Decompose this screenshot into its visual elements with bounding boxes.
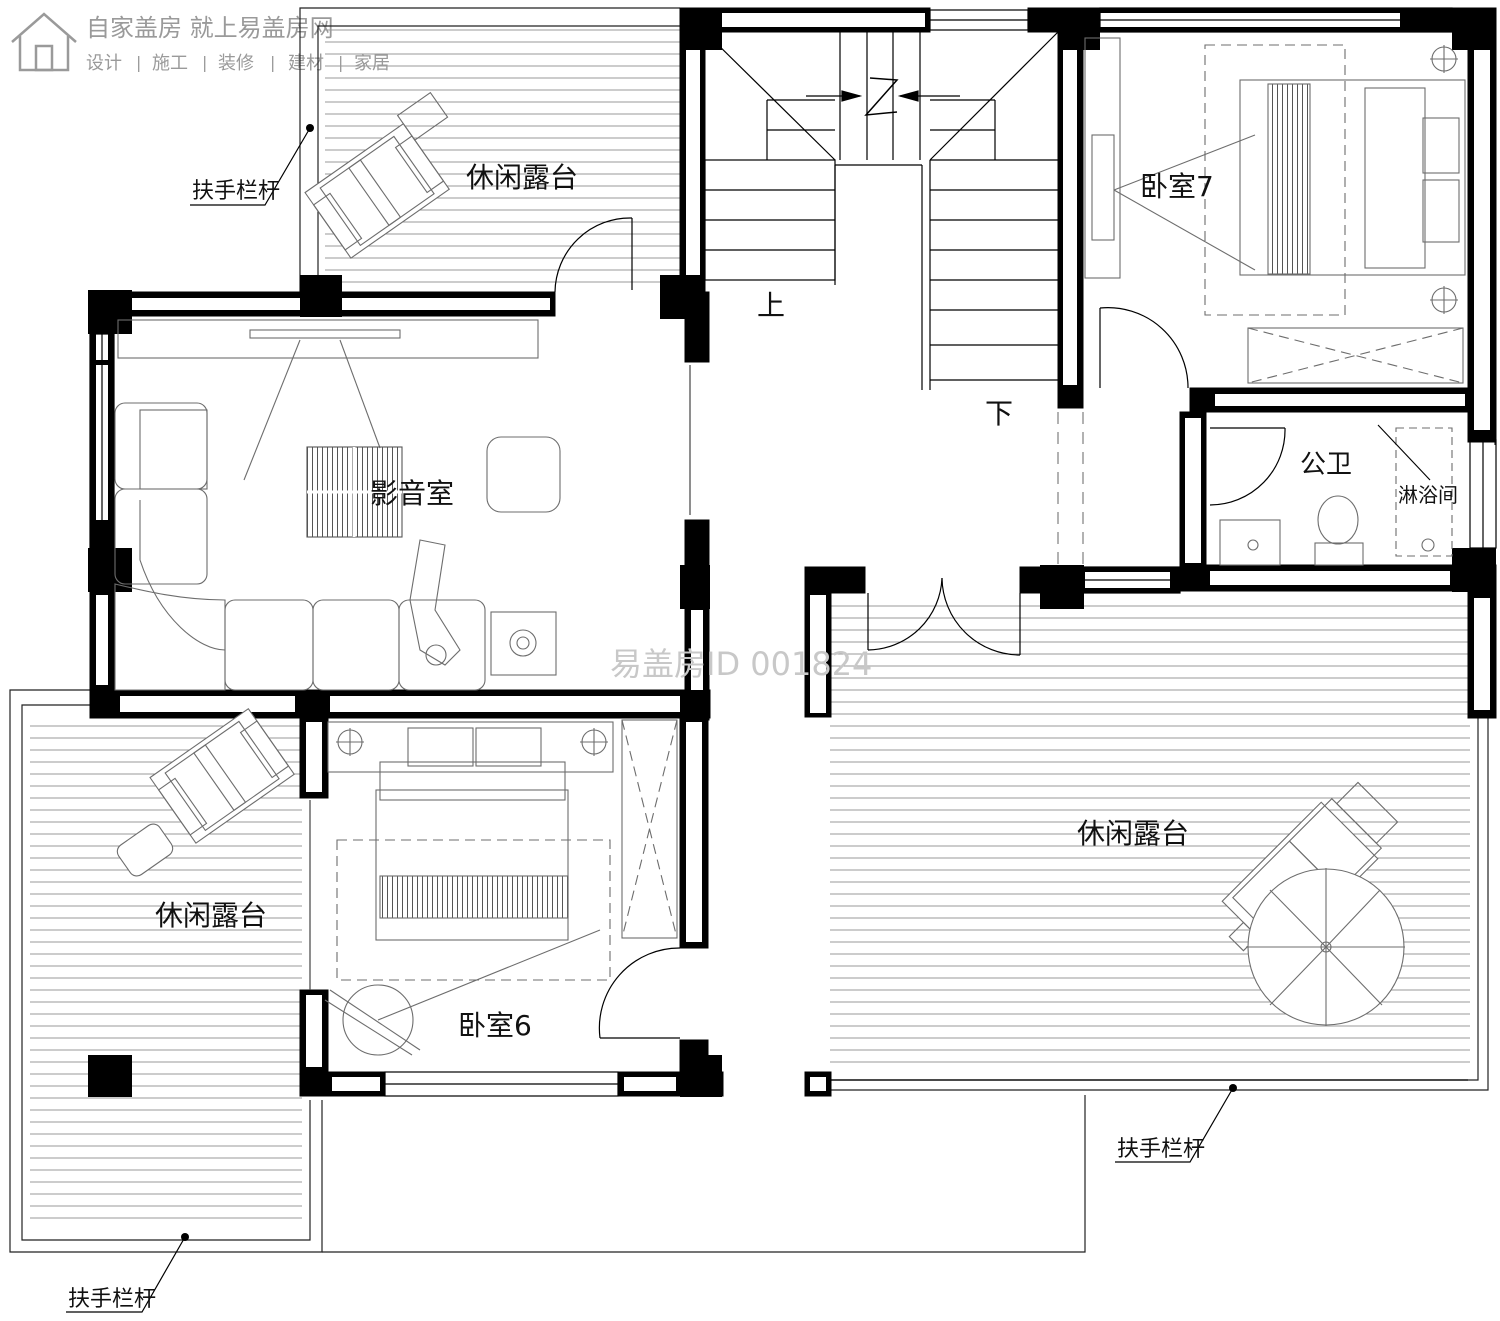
room-label-bedroom7: 卧室7 — [1140, 170, 1214, 203]
railing-label-bottom: 扶手栏杆 — [68, 1287, 156, 1312]
brand-sep-3: | — [270, 53, 275, 72]
brand-service-1: 设计 — [86, 53, 122, 74]
brand-slogan: 自家盖房 就上易盖房网 — [86, 14, 334, 42]
brand-sep-2: | — [202, 53, 207, 72]
brand-service-4: 建材 — [288, 53, 324, 74]
brand-logo: 自家盖房 就上易盖房网 设计 | 施工 | 装修 | 建材 | 家居 — [11, 12, 390, 74]
railing-callout-right: 扶手栏杆 — [1115, 1084, 1237, 1163]
stair-down-label: 下 — [985, 397, 1013, 430]
brand-service-2: 施工 — [152, 53, 188, 74]
room-label-public-bath: 公卫 — [1300, 450, 1352, 480]
brand-service-3: 装修 — [218, 53, 254, 74]
railing-label-right: 扶手栏杆 — [1117, 1137, 1205, 1162]
terrace-left-floor — [30, 720, 302, 1228]
room-label-bedroom6: 卧室6 — [458, 1009, 532, 1042]
room-label-shower: 淋浴间 — [1398, 483, 1458, 507]
railing-callout-top: 扶手栏杆 — [190, 124, 314, 206]
railing-label-top: 扶手栏杆 — [192, 179, 280, 204]
columns — [88, 8, 1496, 1097]
watermark-id: 易盖房ID 001824 — [610, 645, 872, 683]
railing-callout-bottom: 扶手栏杆 — [66, 1233, 189, 1313]
brand-sep-1: | — [136, 53, 141, 72]
staircase — [704, 31, 1059, 390]
house-outline-icon — [11, 12, 77, 72]
room-label-av-room: 影音室 — [370, 477, 454, 510]
room-label-terrace-top: 休闲露台 — [466, 161, 578, 194]
windows — [89, 7, 1497, 1097]
stair-up-label: 上 — [757, 289, 785, 322]
room-label-terrace-right: 休闲露台 — [1077, 817, 1189, 850]
doors — [309, 217, 1286, 1039]
furniture — [114, 37, 1466, 1056]
room-label-terrace-left: 休闲露台 — [155, 899, 267, 932]
